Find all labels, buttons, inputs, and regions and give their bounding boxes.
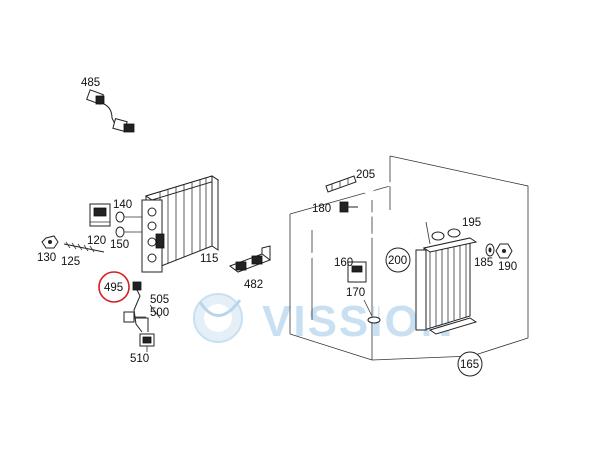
callout-ring-165 [457,351,483,377]
part-125-stud-bolt [63,241,105,253]
watermark-logo-icon [193,293,243,343]
callout-190: 190 [498,261,517,273]
callout-485: 485 [81,77,100,89]
callout-205: 205 [356,169,375,181]
part-185-washer [485,243,495,257]
coolant-pipes [302,182,425,319]
part-180-screw [339,201,358,213]
callout-120: 120 [87,235,106,247]
callout-170: 170 [346,287,365,299]
part-195-bracket [347,261,367,283]
callout-180: 180 [312,203,331,215]
part-120-expansion-valve [89,203,111,227]
callout-150: 150 [110,239,129,251]
callout-185: 185 [474,257,493,269]
callout-ring-200 [385,247,411,273]
part-190-nut [495,243,513,259]
callout-482: 482 [244,279,263,291]
part-130-nut [41,235,59,249]
callout-125: 125 [61,256,80,268]
part-205-hose-clip [325,175,357,193]
part-485-sensor-cable [86,89,135,133]
callout-130: 130 [37,252,56,264]
callout-510: 510 [130,353,149,365]
callout-165: 165 [460,359,479,371]
callout-195: 160 [334,257,353,269]
part-170-tube [363,299,381,324]
part-510-clip [139,333,155,352]
callout-495: 495 [104,282,123,294]
heater-box-frame [289,155,529,361]
watermark: VISSION [193,293,453,346]
callout-500: 500 [150,307,169,319]
part-482-bracket [228,245,272,273]
part-115-evaporator [141,175,220,273]
part-495-temperature-sensor [132,281,143,333]
callout-115: 115 [200,253,218,265]
callout-160: 195 [462,217,481,229]
part-505-500-connector [123,304,161,332]
callout-200: 200 [388,255,407,267]
callout-505: 505 [150,294,169,306]
callout-140: 140 [113,199,132,211]
highlight-ring-495 [98,271,130,303]
part-160-heater-core [415,221,478,335]
